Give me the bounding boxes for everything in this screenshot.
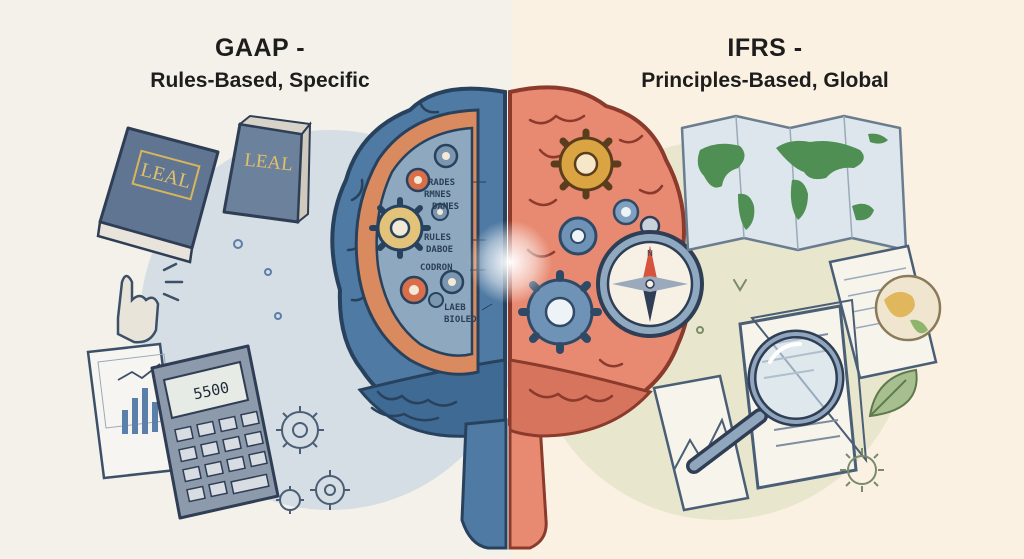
- brain-labels: RADES RMNES DAMES RULES DABOE CODRON LAE…: [420, 178, 477, 325]
- gear-icon: [405, 167, 431, 193]
- brain-label: BIOLED: [444, 315, 477, 325]
- leaf-icon: [868, 368, 918, 418]
- gear-icon: [550, 128, 622, 200]
- ifrs-heading: IFRS - Principles-Based, Global: [600, 33, 930, 95]
- gear-icon: [428, 292, 444, 308]
- center-glow: [468, 220, 552, 304]
- brain-label: LAEB: [444, 303, 466, 313]
- gear-icon: [276, 486, 304, 514]
- magnifying-glass-icon: [686, 329, 845, 474]
- document-icon: [652, 374, 750, 512]
- svg-text:N: N: [647, 249, 653, 258]
- gear-icon: [310, 470, 350, 510]
- gear-icon: [431, 203, 449, 221]
- gear-icon: [369, 197, 431, 259]
- book-label: LEAL: [243, 150, 293, 176]
- ifrs-subtitle: Principles-Based, Global: [641, 69, 889, 92]
- gear-icon: [612, 198, 640, 226]
- book-icon: LEAL: [96, 126, 220, 264]
- brain-label: DAMES: [432, 202, 459, 212]
- gaap-title: GAAP -: [214, 34, 306, 62]
- gear-icon: [399, 275, 429, 305]
- calculator-icon: 5500: [150, 344, 280, 520]
- gear-icon: [840, 448, 884, 492]
- gear-icon: [433, 143, 459, 169]
- world-map-icon: [680, 114, 908, 252]
- compass-icon: N: [596, 215, 704, 338]
- brain-label: RMNES: [424, 190, 451, 200]
- ifrs-brain-stem: [508, 418, 548, 550]
- gear-icon: [439, 269, 465, 295]
- book-icon: LEAL: [222, 114, 312, 225]
- brain-label: CODRON: [420, 263, 453, 273]
- globe-icon: [874, 274, 942, 342]
- gear-icon: [276, 406, 324, 454]
- gaap-heading: GAAP - Rules-Based, Specific: [120, 33, 400, 95]
- ifrs-title: IFRS -: [727, 34, 803, 62]
- brain-label: RULES: [424, 233, 451, 243]
- decorative-marks: [696, 279, 747, 334]
- finger-icon: [116, 262, 184, 344]
- gear-icon: [558, 216, 598, 256]
- gaap-subtitle: Rules-Based, Specific: [150, 69, 370, 92]
- decorative-dots: [233, 239, 282, 320]
- brain-label: RADES: [428, 178, 455, 188]
- gaap-brain-stem: [460, 418, 508, 550]
- brain-label: DABOE: [426, 245, 453, 255]
